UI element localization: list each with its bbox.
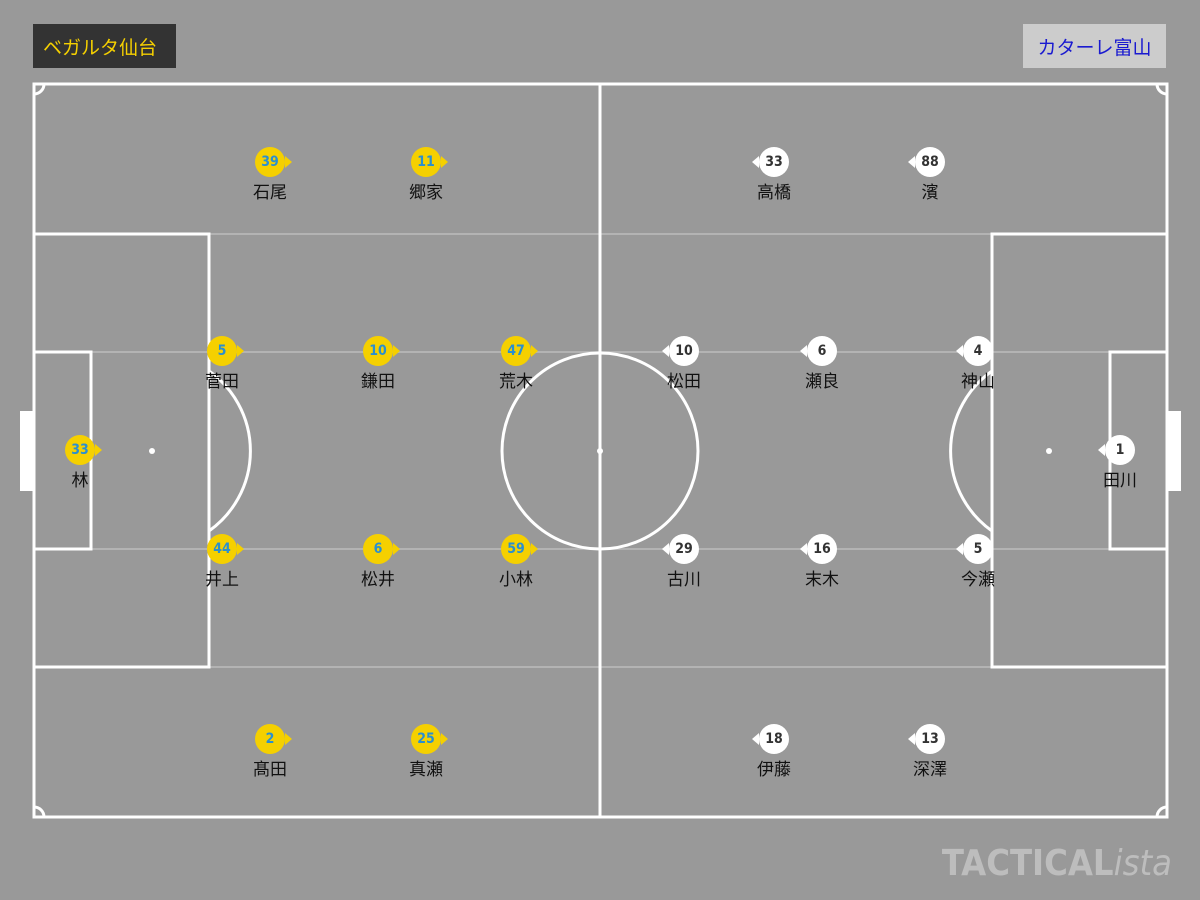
player-number-badge: 1	[1098, 435, 1135, 465]
player-number-badge: 59	[501, 534, 538, 564]
center-circle	[500, 351, 700, 551]
player-number-badge: 47	[501, 336, 538, 366]
watermark-italic: ista	[1113, 843, 1172, 884]
home-player: 47 荒木	[456, 336, 576, 391]
home-player: 10 鎌田	[318, 336, 438, 391]
player-number-badge: 6	[800, 336, 837, 366]
away-player: 6 瀬良	[762, 336, 882, 391]
corner-arc-tr	[1155, 83, 1168, 96]
player-name: 松井	[361, 570, 395, 590]
watermark-logo: TACTICALista	[942, 843, 1172, 884]
player-name: 石尾	[253, 183, 287, 203]
player-name: 郷家	[409, 183, 443, 203]
player-number-badge: 11	[411, 147, 448, 177]
player-number-badge: 5	[956, 534, 993, 564]
home-player: 33 林	[20, 435, 140, 490]
away-player: 1 田川	[1060, 435, 1180, 490]
away-player: 10 松田	[624, 336, 744, 391]
player-name: 林	[71, 471, 89, 491]
player-number-badge: 13	[908, 724, 945, 754]
player-name: 濱	[921, 183, 939, 203]
right-penalty-arc	[949, 369, 993, 533]
player-name: 伊藤	[757, 760, 791, 780]
center-spot	[597, 448, 603, 454]
away-player: 13 深澤	[870, 724, 990, 779]
home-player: 39 石尾	[210, 147, 330, 202]
player-number-badge: 2	[255, 724, 292, 754]
home-player: 2 髙田	[210, 724, 330, 779]
player-number-badge: 18	[752, 724, 789, 754]
corner-arc-br	[1155, 805, 1168, 818]
away-player: 33 高橋	[714, 147, 834, 202]
player-name: 井上	[205, 570, 239, 590]
home-player: 5 菅田	[162, 336, 282, 391]
away-team-label: カターレ富山	[1023, 24, 1166, 68]
right-goal	[1167, 411, 1181, 491]
player-name: 真瀬	[409, 760, 443, 780]
corner-arc-bl	[33, 805, 46, 818]
player-name: 神山	[961, 372, 995, 392]
home-player: 6 松井	[318, 534, 438, 589]
player-name: 鎌田	[361, 372, 395, 392]
away-player: 29 古川	[624, 534, 744, 589]
player-name: 瀬良	[805, 372, 839, 392]
player-number-badge: 39	[255, 147, 292, 177]
player-name: 今瀬	[961, 570, 995, 590]
player-number-badge: 33	[752, 147, 789, 177]
left-penalty-arc	[208, 369, 252, 533]
player-number-badge: 25	[411, 724, 448, 754]
player-number-badge: 88	[908, 147, 945, 177]
home-team-label: ベガルタ仙台	[33, 24, 176, 68]
player-number-badge: 29	[662, 534, 699, 564]
watermark-main: TACTICAL	[941, 843, 1114, 884]
home-team-name: ベガルタ仙台	[43, 36, 158, 59]
player-number-badge: 16	[800, 534, 837, 564]
player-name: 深澤	[913, 760, 947, 780]
player-number-badge: 6	[363, 534, 400, 564]
player-name: 古川	[667, 570, 701, 590]
away-player: 4 神山	[918, 336, 1038, 391]
player-name: 小林	[499, 570, 533, 590]
player-name: 荒木	[499, 372, 533, 392]
home-player: 11 郷家	[366, 147, 486, 202]
player-name: 田川	[1103, 471, 1137, 491]
corner-arc-tl	[33, 83, 46, 96]
away-player: 5 今瀬	[918, 534, 1038, 589]
player-name: 髙田	[253, 760, 287, 780]
player-name: 高橋	[757, 183, 791, 203]
away-team-name: カターレ富山	[1037, 36, 1152, 59]
player-name: 末木	[805, 570, 839, 590]
left-penalty-spot	[149, 448, 155, 454]
player-number-badge: 4	[956, 336, 993, 366]
player-number-badge: 10	[363, 336, 400, 366]
player-number-badge: 5	[207, 336, 244, 366]
home-player: 25 真瀬	[366, 724, 486, 779]
away-player: 88 濱	[870, 147, 990, 202]
home-player: 44 井上	[162, 534, 282, 589]
player-number-badge: 10	[662, 336, 699, 366]
left-goal	[20, 411, 34, 491]
player-name: 菅田	[205, 372, 239, 392]
away-player: 16 末木	[762, 534, 882, 589]
player-number-badge: 33	[65, 435, 102, 465]
player-name: 松田	[667, 372, 701, 392]
away-player: 18 伊藤	[714, 724, 834, 779]
home-player: 59 小林	[456, 534, 576, 589]
right-penalty-spot	[1046, 448, 1052, 454]
player-number-badge: 44	[207, 534, 244, 564]
